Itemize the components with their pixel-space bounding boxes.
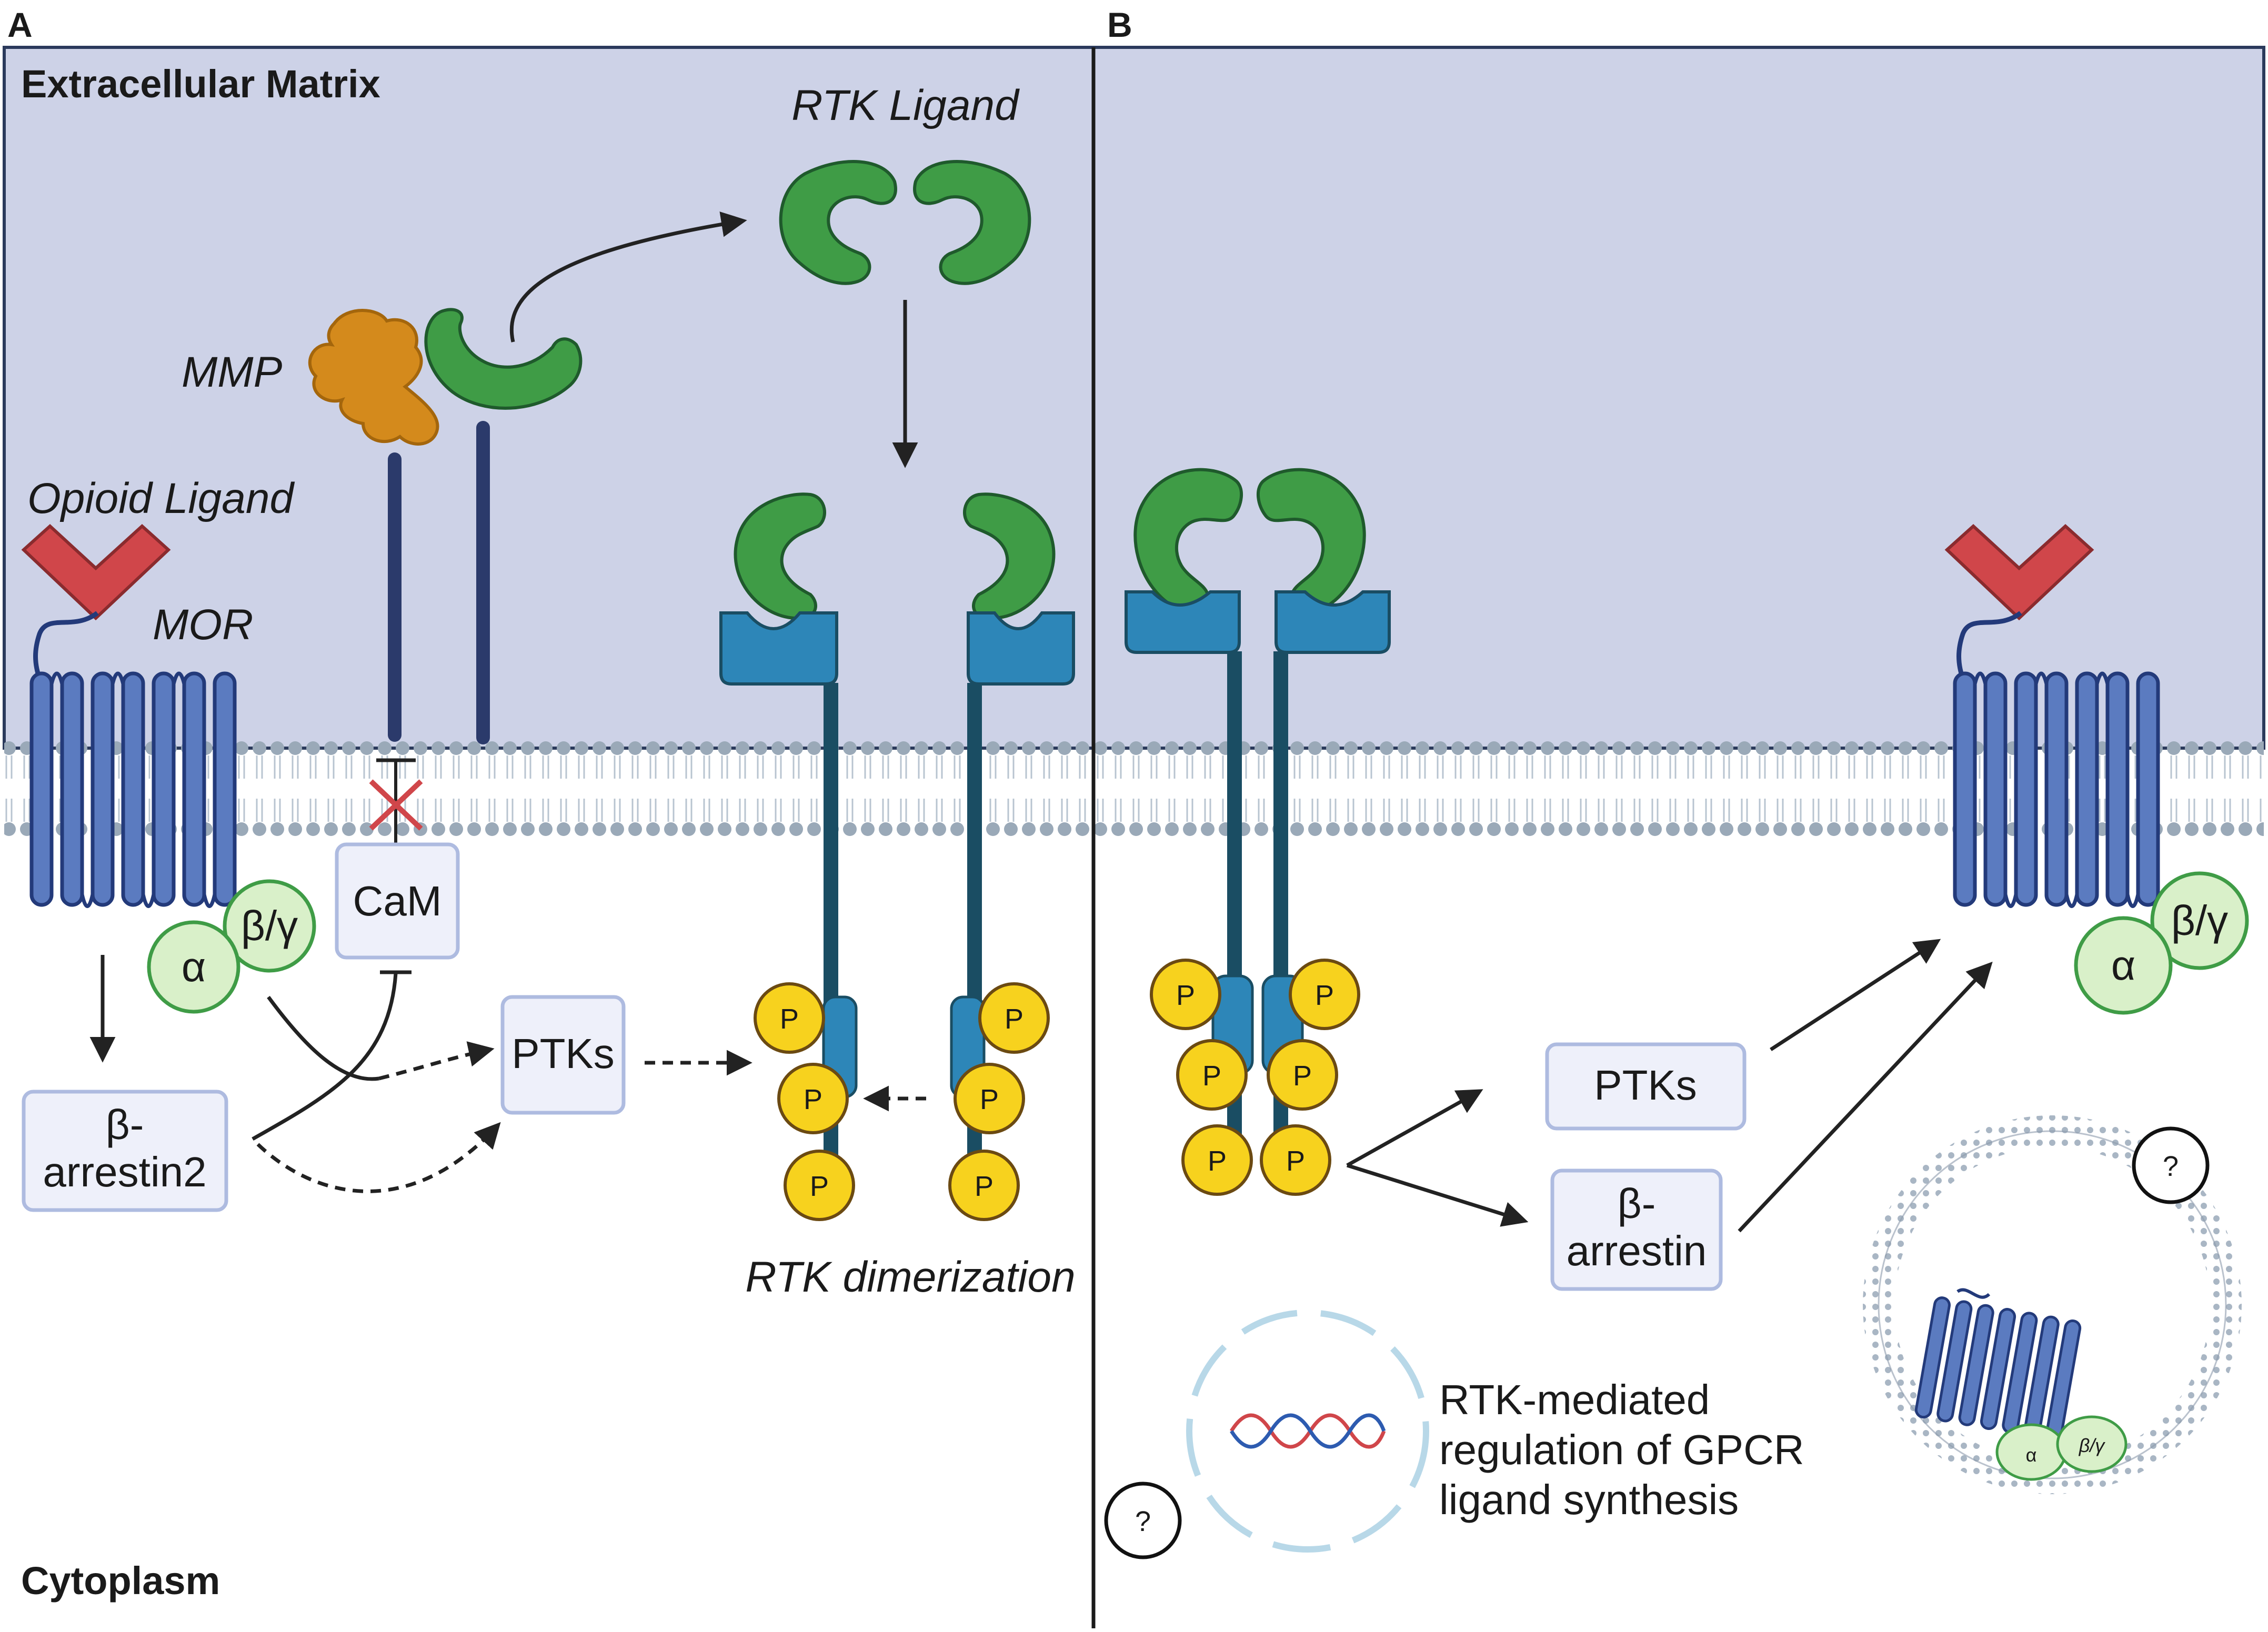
beta-arrestin2-label-line2: arrestin2 [43, 1149, 206, 1195]
g-beta-gamma-label-vesicle: β/γ [2079, 1435, 2106, 1456]
question-circle-vesicle [2132, 1126, 2210, 1204]
g-alpha-subunit [147, 920, 240, 1014]
shedding-arrow [509, 211, 747, 342]
phospho-group-a3: P [784, 1150, 855, 1221]
internalized-gpcr-icon [1914, 1288, 2082, 1442]
synthesis-label-line2: regulation of GPCR [1439, 1426, 1804, 1473]
pro-ligand-icon [424, 308, 583, 410]
svg-text:P: P [1202, 1060, 1221, 1092]
rtk-ligand-right-icon [913, 160, 1031, 285]
cam-box [335, 842, 460, 960]
opioid-ligand-icon [21, 523, 171, 621]
beta-arrestin-label-line2: arrestin [1567, 1227, 1707, 1274]
ptks-label-a: PTKs [511, 1030, 615, 1077]
ptks-box-b [1545, 1042, 1747, 1131]
mmp-stalk [388, 452, 402, 742]
rtk-ligand-left-icon [779, 160, 897, 285]
phospho-group-a6: P [948, 1150, 1020, 1221]
arrestin-to-ptks-dashed [256, 1122, 501, 1193]
beta-arrestin2-box [22, 1090, 228, 1212]
block-x-icon [369, 779, 423, 831]
extracellular-matrix-label: Extracellular Matrix [21, 62, 380, 106]
mor-receptor-icon [29, 611, 237, 908]
svg-text:P: P [810, 1171, 829, 1202]
phospho-group-a1: P [754, 982, 825, 1054]
svg-text:P: P [780, 1003, 799, 1035]
rtk-dimerization-label: RTK dimerization [745, 1253, 1075, 1301]
phospho-group-a4: P [978, 982, 1050, 1054]
phospho-group-b4: P [1289, 959, 1360, 1030]
beta-arrestin-box-b [1550, 1168, 1723, 1291]
svg-text:P: P [1293, 1060, 1312, 1092]
pro-ligand-stalk [476, 421, 490, 744]
phospho-group-a5: P [954, 1063, 1025, 1134]
g-beta-gamma-subunit [223, 879, 316, 973]
nucleus-icon [1186, 1309, 1429, 1553]
phospho-group-b2: P [1176, 1039, 1248, 1111]
ptks-to-gpcr-arrow [1770, 939, 1941, 1051]
svg-text:P: P [804, 1084, 822, 1115]
rtk-to-arrestin-arrow [1346, 1163, 1529, 1227]
synthesis-label-line3: ligand synthesis [1439, 1476, 1739, 1523]
svg-text:P: P [1208, 1145, 1227, 1177]
dna-icon [1230, 1413, 1386, 1449]
rtk-to-ptks-arrow [1346, 1089, 1483, 1167]
g-alpha-subunit-b [2074, 916, 2173, 1015]
cam-label: CaM [353, 878, 442, 924]
phospho-group-b1: P [1150, 959, 1221, 1030]
g-beta-gamma-subunit-vesicle [2056, 1415, 2127, 1473]
question-circle-synthesis [1104, 1482, 1182, 1559]
rtk-ligand-label: RTK Ligand [791, 82, 1020, 129]
svg-text:P: P [1286, 1145, 1305, 1177]
ptks-box-a [500, 995, 626, 1115]
arrestin-to-gpcr-arrow [1738, 961, 1993, 1233]
phospho-group-b5: P [1267, 1039, 1338, 1111]
question-mark-vesicle: ? [2163, 1151, 2179, 1182]
g-protein-to-ptks-curve [267, 995, 379, 1081]
arrestin-inhibits-cam [252, 973, 398, 1141]
phospho-group-b6: P [1260, 1124, 1331, 1196]
gpcr-receptor-b-icon [1953, 611, 2160, 908]
opioid-ligand-b-icon [1944, 523, 2094, 621]
beta-arrestin2-label-line1: β- [106, 1101, 144, 1148]
g-beta-gamma-label: β/γ [241, 902, 298, 949]
svg-text:P: P [975, 1171, 993, 1202]
g-beta-gamma-subunit-b [2150, 871, 2249, 970]
panel-b-letter: B [1107, 5, 1132, 44]
cytoplasm-label: Cytoplasm [21, 1559, 220, 1603]
g-beta-gamma-label-b: β/γ [2171, 897, 2228, 944]
mmp-icon [308, 309, 439, 446]
g-alpha-label: α [182, 943, 206, 990]
beta-arrestin-label-line1: β- [1618, 1180, 1656, 1227]
phospho-group-a2: P [777, 1063, 849, 1134]
panel-a-letter: A [7, 5, 33, 44]
endosome-outline [1878, 1130, 2227, 1479]
g-alpha-label-b: α [2111, 942, 2135, 989]
plasma-membrane [4, 739, 2264, 844]
svg-text:P: P [1005, 1003, 1023, 1035]
ptks-label-b: PTKs [1594, 1062, 1697, 1109]
mmp-label: MMP [182, 348, 283, 396]
svg-text:P: P [980, 1084, 999, 1115]
mor-label: MOR [153, 601, 253, 649]
synthesis-label-line1: RTK-mediated [1439, 1376, 1710, 1423]
phospho-group-b3: P [1181, 1124, 1253, 1196]
g-alpha-label-vesicle: α [2026, 1444, 2037, 1466]
svg-text:P: P [1176, 980, 1195, 1011]
question-mark-synthesis: ? [1135, 1506, 1151, 1537]
svg-text:P: P [1315, 980, 1334, 1011]
opioid-ligand-label: Opioid Ligand [27, 475, 295, 522]
g-protein-to-ptks-dashed [378, 1041, 495, 1081]
